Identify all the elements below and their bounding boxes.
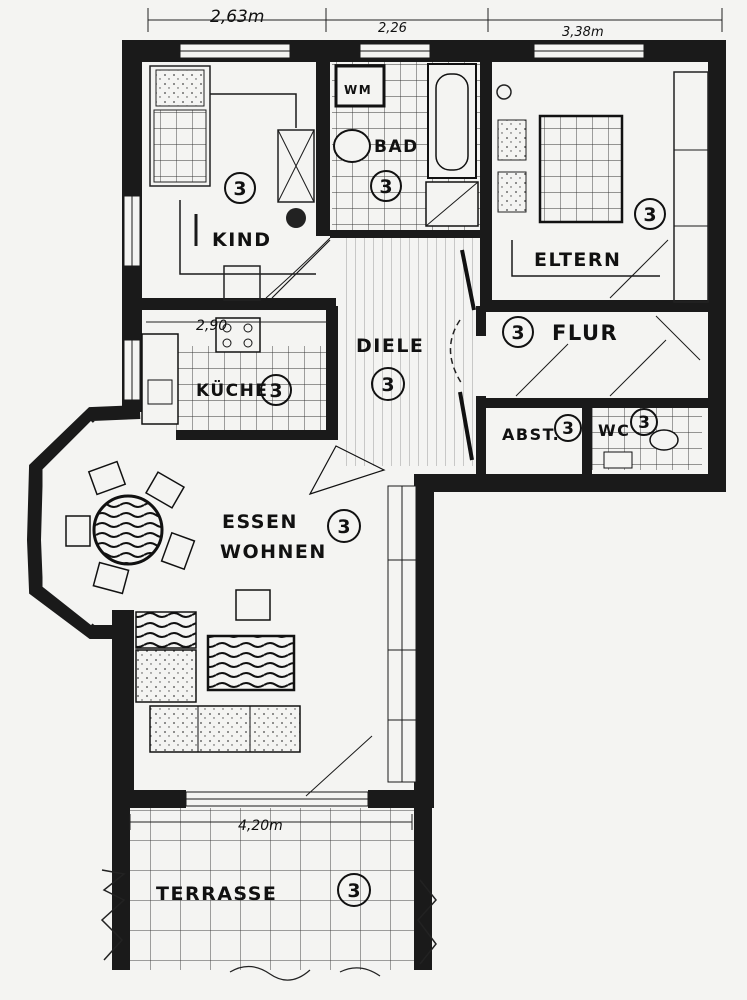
living-set [135,445,386,797]
diele-floor [338,236,480,466]
kueche-dimension-line: 2,90 [150,318,326,334]
room-label-kind: KIND [212,229,271,251]
dimension-kueche: 2,90 [196,318,227,334]
top-dimension-line: 2,63m 2,26 3,38m [147,7,723,40]
room-label-diele: DIELE [356,335,424,357]
room-label-eltern: ELTERN [534,249,621,271]
terrasse-floor-tiles [128,808,424,970]
room-label-wc: WC [598,421,630,440]
svg-text:3: 3 [269,380,282,402]
room-label-abst: ABST. [502,425,560,444]
room-label-essen: ESSEN [222,511,298,533]
room-marker-bad: 3 [370,170,402,202]
kueche-floor-tiles [176,346,328,430]
room-marker-kueche: 3 [260,374,292,406]
svg-text:3: 3 [562,419,574,439]
washer-label: WM [344,83,372,97]
room-label-wohnen: WOHNEN [220,541,327,563]
diele-details [449,249,701,461]
svg-text:3: 3 [643,204,656,226]
dining-set [65,460,196,595]
svg-text:3: 3 [233,178,246,200]
room-marker-flur: 3 [502,316,534,348]
room-marker-kind: 3 [224,172,256,204]
bad-fixtures [333,63,479,227]
dimension-eltern: 3,38m [562,25,604,40]
room-marker-wc: 3 [630,408,658,436]
room-label-terrasse: TERRASSE [156,883,277,905]
bay-window [26,405,141,639]
svg-text:3: 3 [638,413,650,433]
svg-text:3: 3 [379,176,392,198]
room-marker-diele: 3 [371,367,405,401]
terrasse-dimension-line: 4,20m [129,814,413,834]
room-markers: 3 3 3 3 3 3 3 3 [224,170,666,907]
room-marker-eltern: 3 [634,198,666,230]
room-label-bad: BAD [374,137,419,157]
svg-text:3: 3 [347,880,360,902]
wc-fixtures [603,429,679,469]
eltern-furniture [496,71,709,303]
dimension-kind: 2,63m [210,7,264,27]
windows-top [123,43,645,807]
room-marker-essen-wohnen: 3 [327,509,361,543]
dimension-bad: 2,26 [378,21,407,36]
room-label-flur: FLUR [552,321,618,345]
room-label-kueche: KÜCHE [196,379,269,401]
svg-text:3: 3 [337,516,350,538]
svg-text:3: 3 [511,322,524,344]
svg-text:3: 3 [381,374,394,396]
kind-furniture [149,65,331,301]
room-marker-terrasse: 3 [337,873,371,907]
terrasse-details [100,869,437,981]
room-marker-abst: 3 [554,414,582,442]
dimension-terrasse: 4,20m [238,818,283,834]
